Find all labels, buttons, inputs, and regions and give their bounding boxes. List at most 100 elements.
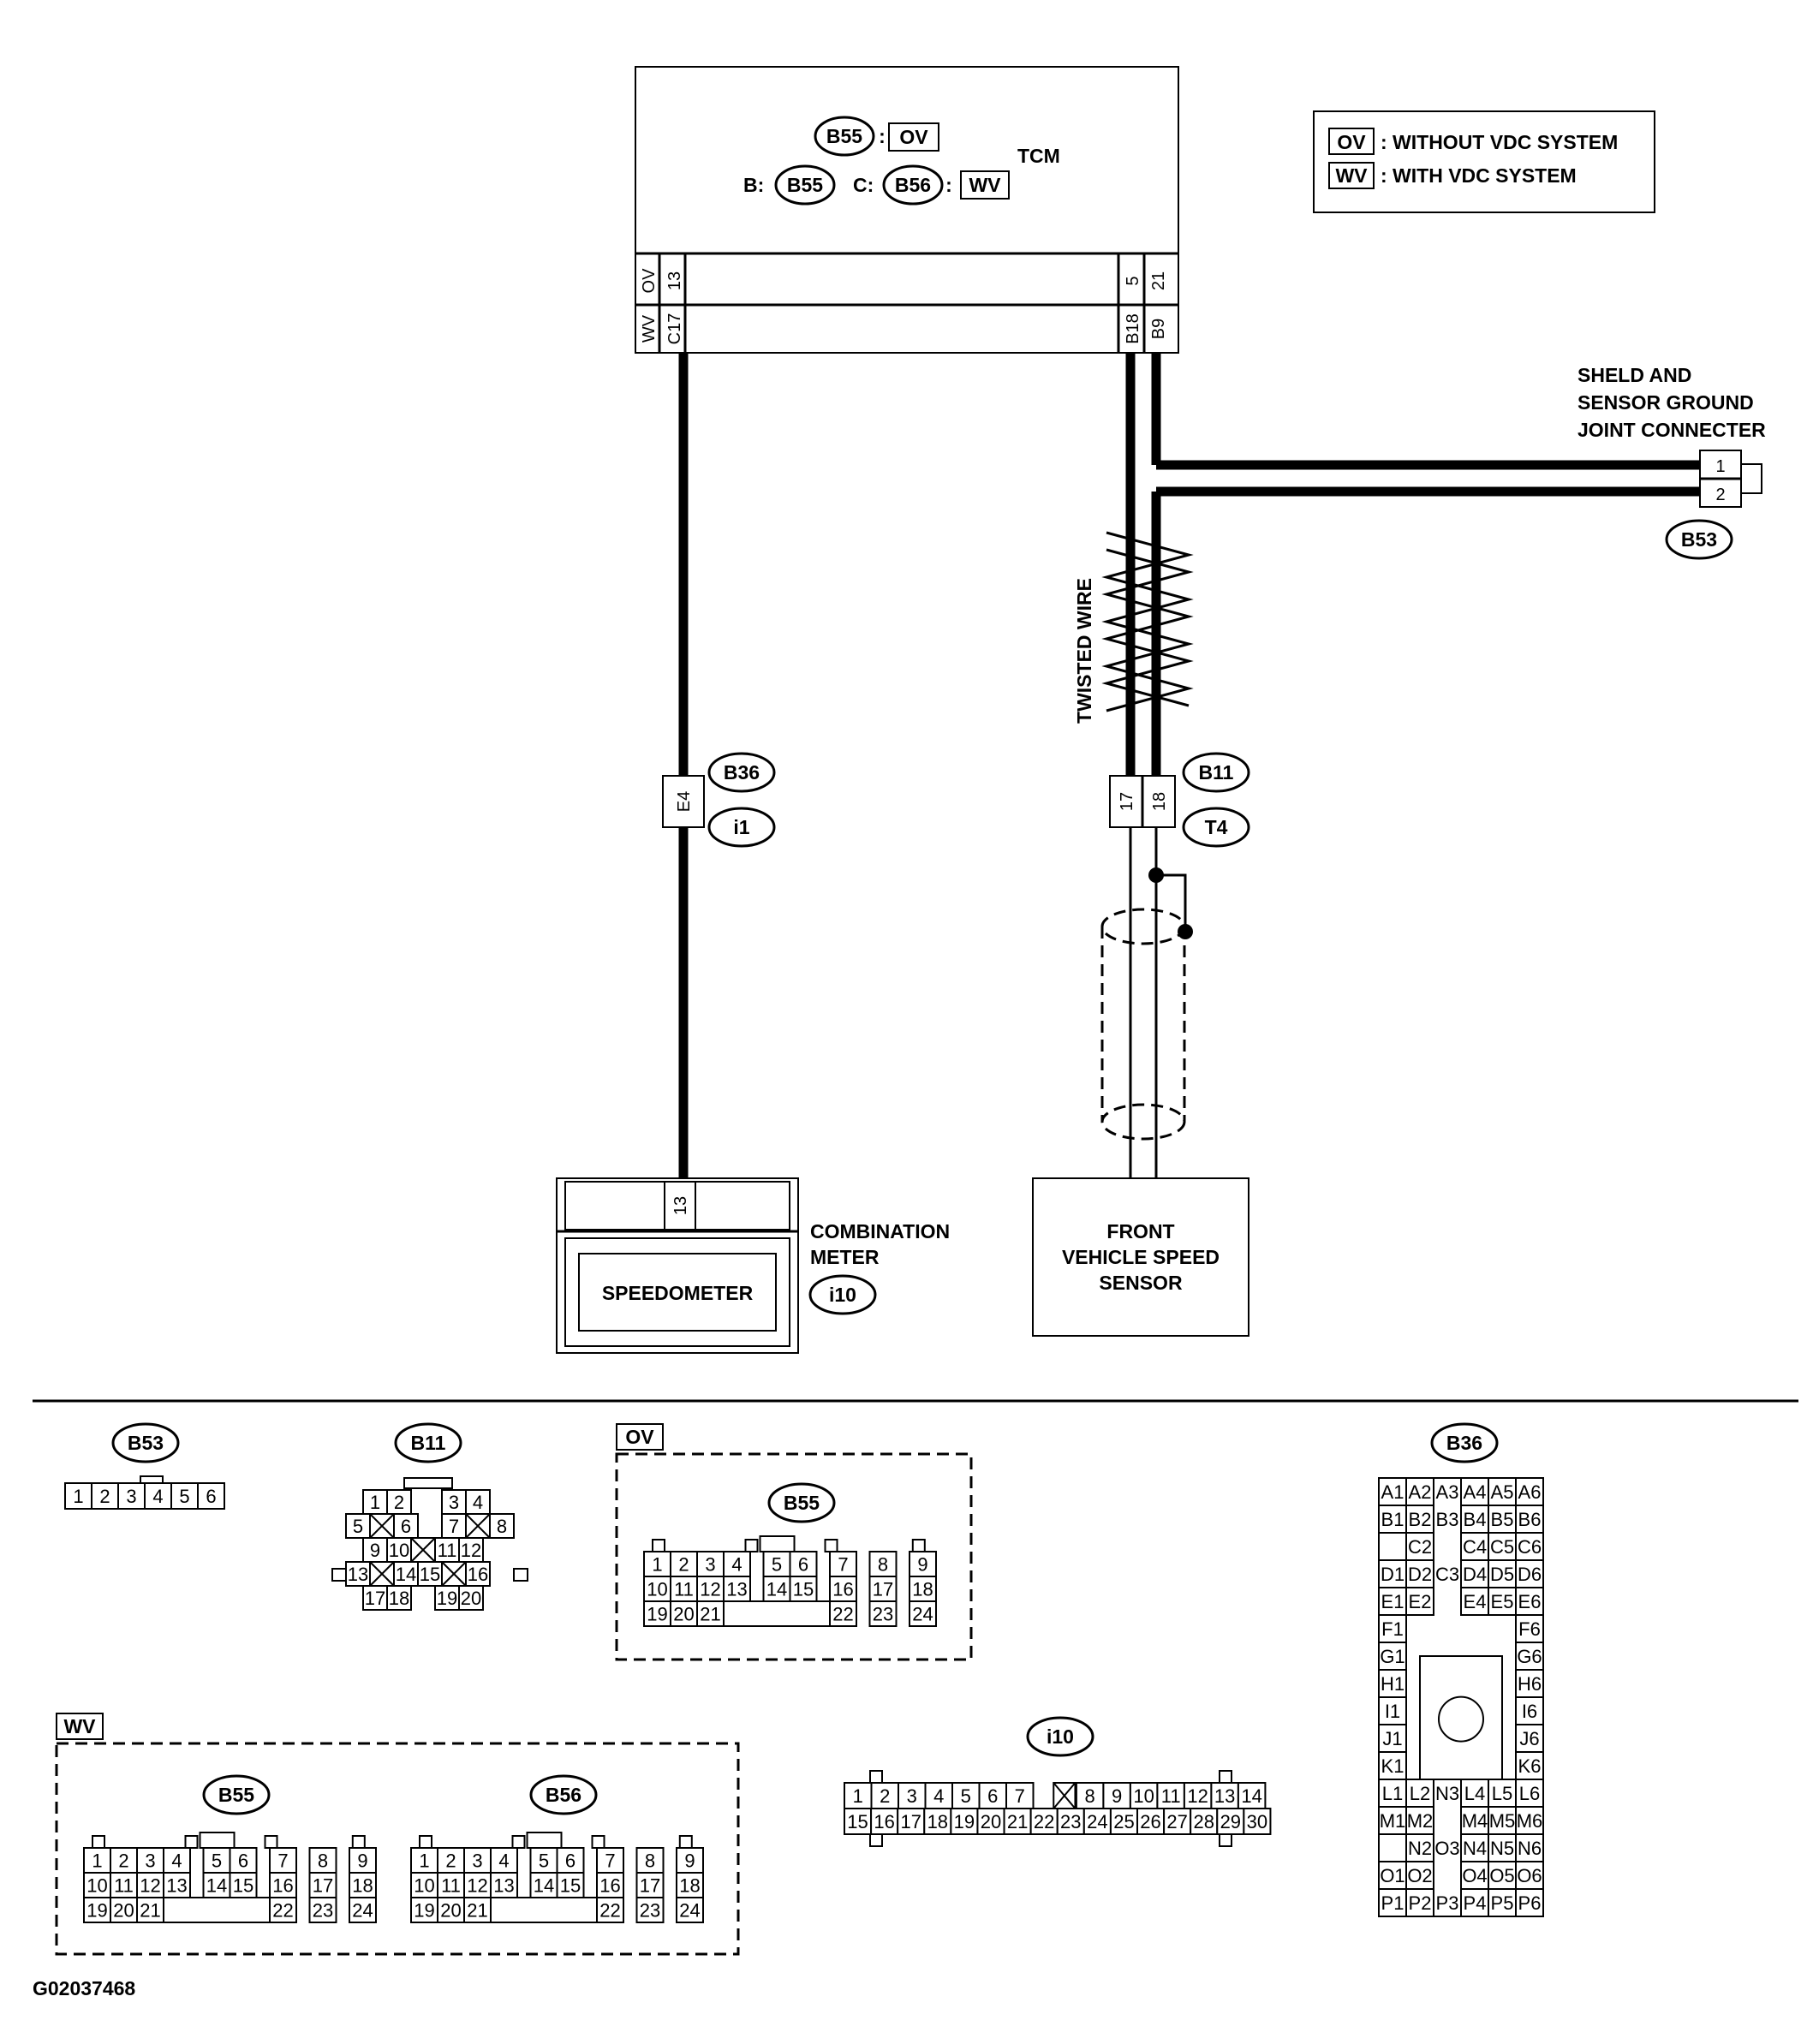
b36-pin-L4: L4 bbox=[1464, 1783, 1485, 1804]
wv-b55-pin-8: 8 bbox=[318, 1850, 328, 1872]
ov-b55-pin-6: 6 bbox=[798, 1554, 808, 1576]
ov-b55-pin-20-cell bbox=[670, 1600, 698, 1627]
b36-pin-N3: N3 bbox=[1435, 1783, 1459, 1804]
wv-b56-key-2 bbox=[591, 1835, 605, 1849]
i10-pin-17: 17 bbox=[900, 1811, 921, 1832]
wv-b55-pin-22: 22 bbox=[272, 1900, 293, 1922]
ov-b55-pin-22: 22 bbox=[832, 1604, 853, 1625]
wv-b55-pin-9: 9 bbox=[357, 1850, 367, 1872]
b11-pin-14-cell bbox=[393, 1561, 419, 1587]
b36-pin-P6: P6 bbox=[1518, 1892, 1542, 1914]
tcm-pin-b9: B9 bbox=[1149, 319, 1168, 339]
b11-pin-14: 14 bbox=[396, 1564, 416, 1585]
i10-pin-5-cell bbox=[951, 1782, 981, 1809]
meter-label-2: METER bbox=[810, 1246, 880, 1268]
b36-pin-C5-cell bbox=[1488, 1532, 1517, 1561]
wv-b55-pin-7: 7 bbox=[277, 1850, 288, 1872]
i10-pin-30: 30 bbox=[1247, 1811, 1267, 1832]
wv-b55-pin-14: 14 bbox=[206, 1875, 227, 1897]
b36-pin-C2-cell bbox=[1405, 1532, 1434, 1561]
b36-pin-J1-cell bbox=[1378, 1724, 1407, 1753]
b36-pin-G1: G1 bbox=[1380, 1646, 1405, 1667]
i10-pin-24: 24 bbox=[1087, 1811, 1107, 1832]
b36-pin-C2: C2 bbox=[1408, 1536, 1432, 1558]
junction-left-id-top: B36 bbox=[724, 761, 760, 784]
b36-pin-D2: D2 bbox=[1408, 1564, 1432, 1585]
b36-pin-D2-cell bbox=[1405, 1559, 1434, 1588]
wv-b56-pin-23: 23 bbox=[640, 1900, 660, 1922]
tcm-pin-c17: C17 bbox=[665, 313, 684, 345]
b53-view-id: B53 bbox=[128, 1432, 164, 1454]
ground-pin-1: 1 bbox=[1715, 457, 1725, 476]
i10-pin-29: 29 bbox=[1220, 1811, 1241, 1832]
ov-b55-pin-9: 9 bbox=[917, 1554, 927, 1576]
wv-b55-pin-20-cell bbox=[110, 1897, 138, 1923]
b11-pin-18-cell bbox=[386, 1585, 412, 1611]
b36-pin-O2-cell bbox=[1405, 1861, 1434, 1890]
b36-pin-M5: M5 bbox=[1489, 1810, 1516, 1832]
wv-b55-pin-2: 2 bbox=[118, 1850, 128, 1872]
b36-pin-B5: B5 bbox=[1491, 1509, 1514, 1530]
b36-pin-C3: C3 bbox=[1435, 1564, 1459, 1585]
b11-pin-20: 20 bbox=[461, 1588, 481, 1609]
b36-pin-P1-cell bbox=[1378, 1888, 1407, 1917]
ov-b55-pin-24-cell bbox=[909, 1600, 937, 1627]
ov-b55-pin-24: 24 bbox=[912, 1604, 933, 1625]
i10-pin-20-cell bbox=[976, 1808, 1005, 1835]
speedometer-label: SPEEDOMETER bbox=[602, 1282, 754, 1304]
b36-pin-D4: D4 bbox=[1463, 1564, 1487, 1585]
i10-pin-16: 16 bbox=[874, 1811, 894, 1832]
wv-b55-pin-21: 21 bbox=[140, 1900, 160, 1922]
b36-pin-C4: C4 bbox=[1463, 1536, 1487, 1558]
b36-pin-B6: B6 bbox=[1518, 1509, 1542, 1530]
b36-pin-L6: L6 bbox=[1519, 1783, 1540, 1804]
legend: OV : WITHOUT VDC SYSTEM WV : WITH VDC SY… bbox=[1313, 110, 1655, 213]
b11-view-id: B11 bbox=[411, 1432, 446, 1454]
ov-b55-pin-17-cell bbox=[868, 1576, 898, 1602]
b36-pin-K6: K6 bbox=[1518, 1755, 1542, 1777]
b36-pin-P3: P3 bbox=[1436, 1892, 1459, 1914]
b36-pin-O4: O4 bbox=[1462, 1865, 1487, 1886]
wv-b55-pin-17: 17 bbox=[313, 1875, 333, 1897]
i10-pin-14-cell bbox=[1237, 1782, 1267, 1809]
ov-b55-pin-20: 20 bbox=[673, 1604, 694, 1625]
b36-pin-O2: O2 bbox=[1407, 1865, 1432, 1886]
ground-label-2: SENSOR GROUND bbox=[1577, 391, 1754, 414]
b36-pin-A3: A3 bbox=[1436, 1481, 1459, 1503]
b11-blank-d-x2 bbox=[369, 1561, 395, 1587]
wv-b55-pin-7-cell bbox=[269, 1847, 297, 1874]
ov-b55-pin-5: 5 bbox=[772, 1554, 782, 1576]
b11-pin-13-cell bbox=[345, 1561, 371, 1587]
b36-view-id-oval bbox=[1430, 1422, 1499, 1463]
b11-pin-13: 13 bbox=[348, 1564, 368, 1585]
i10-pin-25-cell bbox=[1109, 1808, 1138, 1835]
wv-b55-pin-19-cell bbox=[83, 1897, 111, 1923]
b36-pin-B3: B3 bbox=[1436, 1509, 1459, 1530]
b36-pin-P4: P4 bbox=[1464, 1892, 1487, 1914]
i10-pin-21-cell bbox=[1003, 1808, 1032, 1835]
wv-b56-pin-2: 2 bbox=[445, 1850, 456, 1872]
wv-b56-pin-12: 12 bbox=[467, 1875, 487, 1897]
b11-pin-5: 5 bbox=[353, 1516, 363, 1537]
i10-pin-29-cell bbox=[1216, 1808, 1245, 1835]
ov-dashed-frame bbox=[615, 1452, 973, 1661]
front-vehicle-speed-sensor: FRONT VEHICLE SPEED SENSOR bbox=[1032, 1177, 1249, 1337]
b36-pin-E5-cell bbox=[1488, 1587, 1517, 1616]
ov-b55-pin-17: 17 bbox=[873, 1579, 893, 1600]
b11-key bbox=[403, 1477, 453, 1489]
b36-pin-P5: P5 bbox=[1491, 1892, 1514, 1914]
i10-view-id-oval bbox=[1026, 1716, 1094, 1757]
b11-pin-3: 3 bbox=[449, 1492, 459, 1513]
wv-b55-key-2 bbox=[264, 1835, 278, 1849]
wv-b56-latch bbox=[526, 1832, 563, 1849]
b11-pin-6-cell bbox=[393, 1513, 419, 1539]
ov-b55-pin-13-cell bbox=[723, 1576, 751, 1602]
wv-b55-pin-15: 15 bbox=[233, 1875, 253, 1897]
junction-right-id-bottom: T4 bbox=[1205, 816, 1228, 838]
ov-b55-pin-7: 7 bbox=[838, 1554, 848, 1576]
b36-pin-N2: N2 bbox=[1408, 1838, 1432, 1859]
b53-view-id-oval bbox=[111, 1422, 180, 1463]
